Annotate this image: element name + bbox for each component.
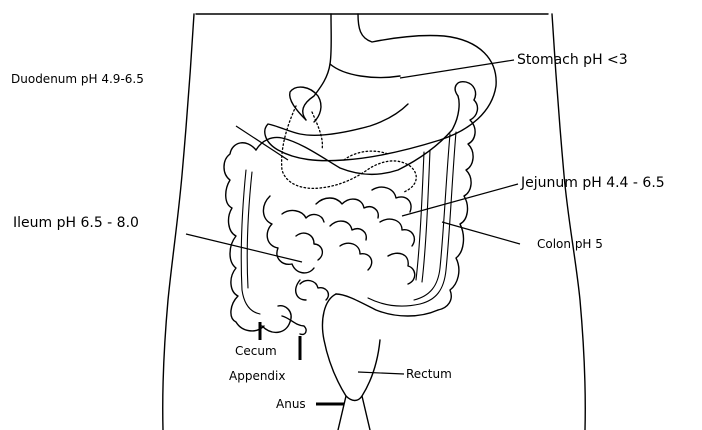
ileum-label: Ileum pH 6.5 - 8.0 bbox=[13, 215, 139, 231]
rectum-leader bbox=[358, 372, 404, 374]
jejunum-label: Jejunum pH 4.4 - 6.5 bbox=[520, 175, 665, 191]
cecum-label: Cecum bbox=[235, 344, 277, 358]
colon-shape bbox=[224, 82, 477, 335]
appendix-label: Appendix bbox=[229, 369, 285, 383]
small-intestine-shape bbox=[263, 187, 414, 300]
colon-label: Colon pH 5 bbox=[537, 237, 603, 251]
stomach-shape bbox=[265, 14, 496, 192]
stomach-leader bbox=[400, 60, 514, 78]
rectum-shape bbox=[323, 294, 381, 430]
duodenum-label: Duodenum pH 4.9-6.5 bbox=[11, 72, 144, 86]
stomach-label: Stomach pH <3 bbox=[517, 52, 628, 68]
anus-label: Anus bbox=[276, 397, 306, 411]
colon-leader bbox=[442, 222, 520, 244]
jejunum-leader bbox=[402, 184, 518, 216]
ileum-leader bbox=[186, 234, 302, 262]
rectum-label: Rectum bbox=[406, 367, 452, 381]
